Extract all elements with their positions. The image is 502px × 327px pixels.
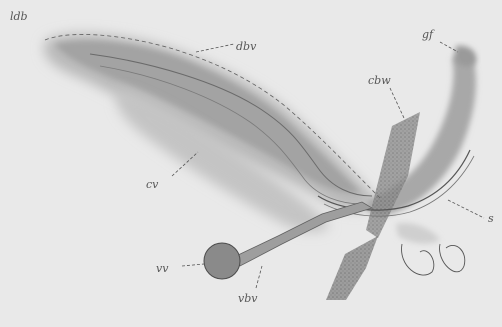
label-vbv: vbv [238, 292, 258, 305]
leader-s [448, 200, 484, 218]
label-cbw: cbw [368, 74, 391, 87]
label-vv: vv [156, 262, 169, 275]
leader-vbv [256, 266, 262, 288]
label-dbv: dbv [236, 40, 257, 53]
label-s: s [488, 212, 494, 225]
leader-cbw [390, 88, 404, 118]
leader-vv [182, 264, 204, 266]
leader-dbv [196, 44, 234, 52]
label-gf: gf [422, 28, 435, 41]
ventral-vessel-bulb [204, 243, 240, 279]
lower-blob [396, 223, 440, 244]
body-wall-lower [326, 236, 378, 300]
label-corner-ldb: ldb [10, 10, 28, 23]
label-cv: cv [146, 178, 159, 191]
leader-gf [440, 42, 458, 52]
coiled-loop [402, 244, 465, 275]
